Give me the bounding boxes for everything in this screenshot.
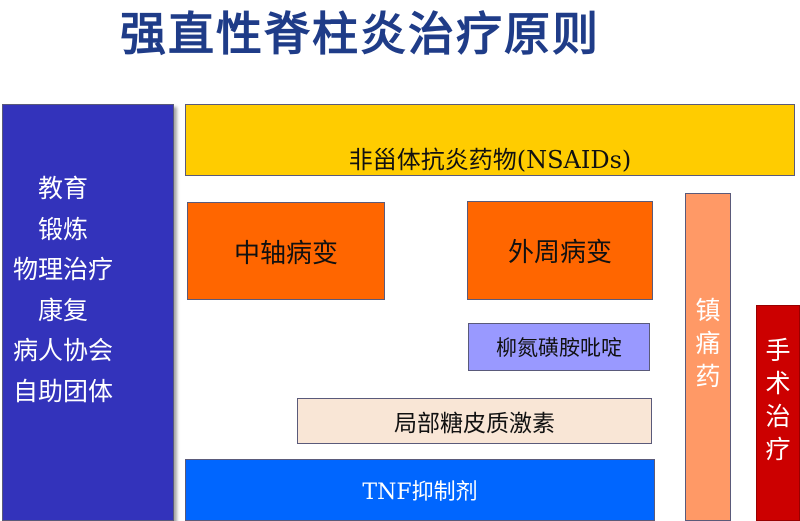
nsaids-box: 非甾体抗炎药物(NSAIDs) [185, 104, 795, 176]
list-item: 物理治疗 [13, 255, 114, 284]
sulfasalazine-box: 柳氮磺胺吡啶 [468, 323, 650, 371]
tnf-inhibitor-label: TNF抑制剂 [362, 480, 478, 505]
list-item: 病人协会 [13, 336, 114, 365]
local-steroid-box: 局部糖皮质激素 [297, 398, 652, 444]
local-steroid-label: 局部糖皮质激素 [394, 411, 555, 437]
list-item: 自助团体 [13, 376, 114, 406]
page-title: 强直性脊柱炎治疗原则 [120, 7, 600, 61]
tnf-inhibitor-box: TNF抑制剂 [185, 459, 655, 521]
list-item: 锻炼 [38, 214, 89, 244]
axial-lesion-box: 中轴病变 [187, 202, 385, 300]
nsaids-label: 非甾体抗炎药物(NSAIDs) [348, 145, 632, 174]
analgesic-label: 镇痛药 [695, 295, 721, 391]
sulfasalazine-label: 柳氮磺胺吡啶 [496, 336, 622, 360]
non-drug-therapy-list: 教育 锻炼 物理治疗 康复 病人协会 自助团体 [13, 169, 113, 412]
axial-lesion-label: 中轴病变 [233, 238, 338, 269]
surgery-box: 手术治疗 [756, 305, 800, 521]
peripheral-lesion-label: 外周病变 [507, 238, 612, 268]
peripheral-lesion-box: 外周病变 [467, 201, 653, 300]
list-item: 教育 [38, 174, 89, 203]
list-item: 康复 [38, 295, 89, 325]
non-drug-therapy-panel: 教育 锻炼 物理治疗 康复 病人协会 自助团体 [2, 104, 174, 521]
surgery-label: 手术治疗 [765, 336, 791, 464]
analgesic-box: 镇痛药 [685, 193, 731, 521]
